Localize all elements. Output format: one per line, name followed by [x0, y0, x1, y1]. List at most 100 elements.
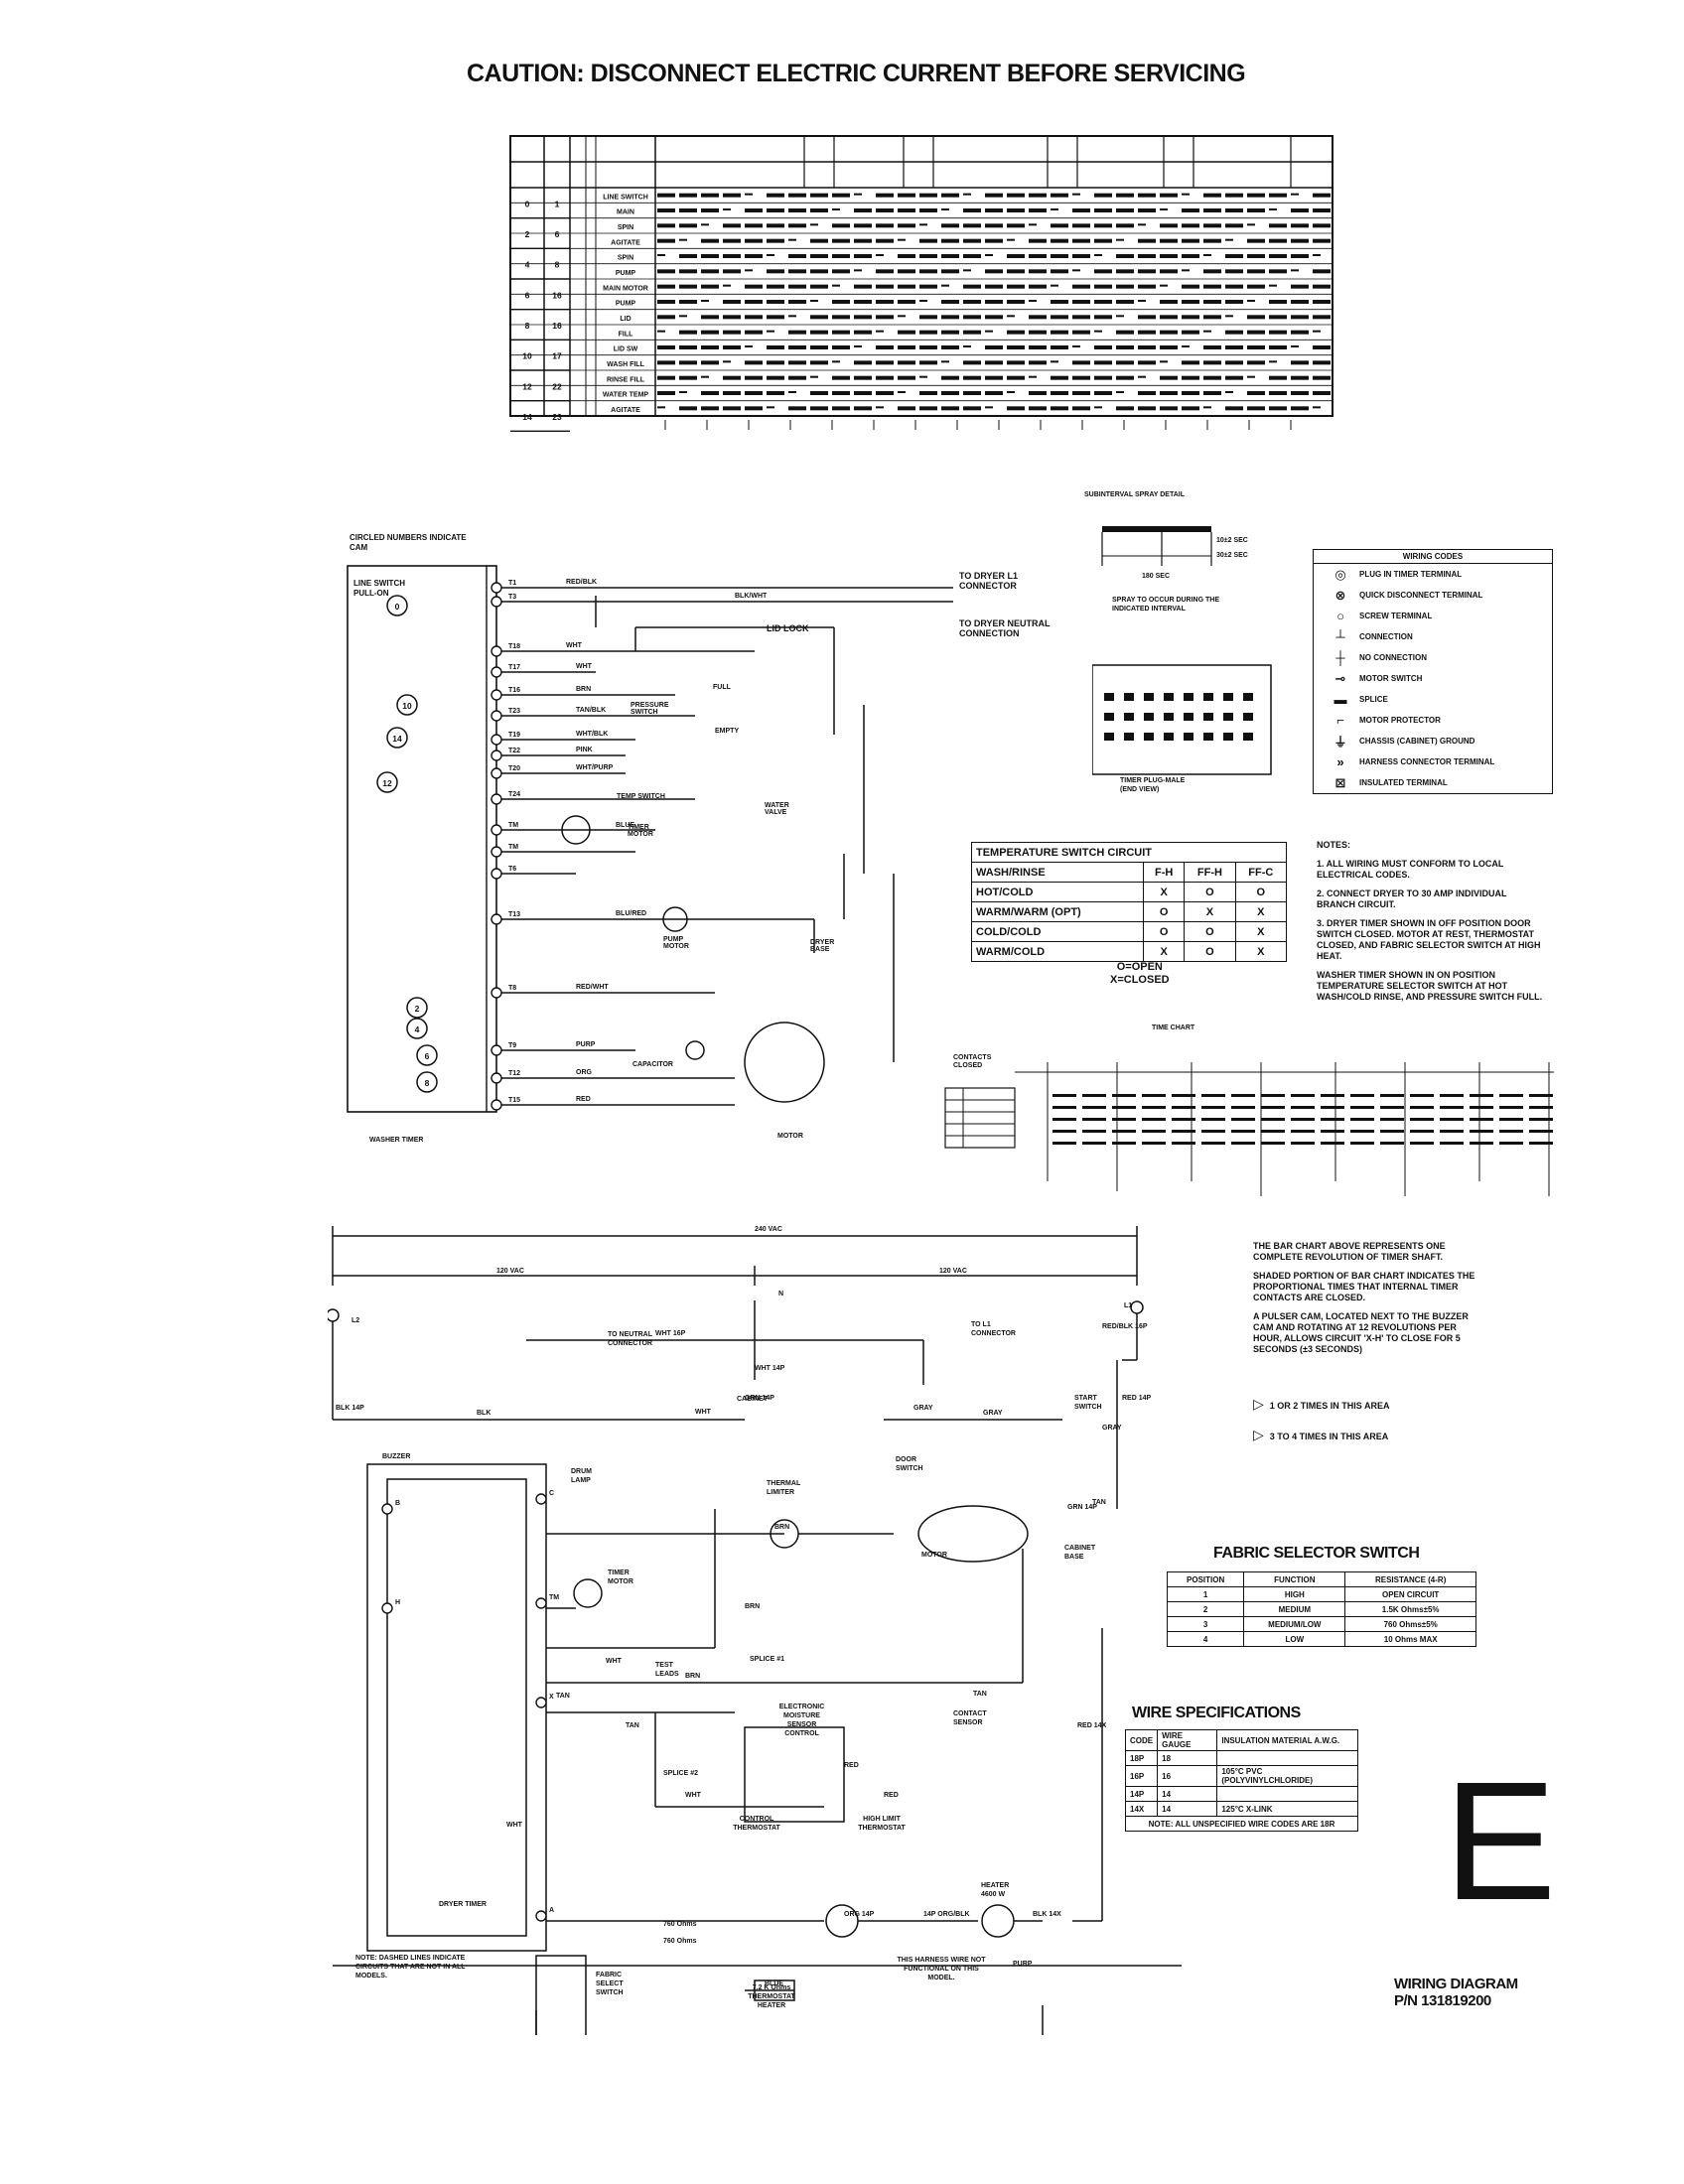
timer-terminal — [491, 750, 502, 761]
chart-bar-segment — [1029, 315, 1047, 320]
chart-bar-segment — [1072, 223, 1090, 228]
cam-number: 12 — [382, 778, 392, 788]
dryer-time-chart — [944, 1062, 1554, 1196]
pressure-switch-label: PRESSURE SWITCH — [631, 702, 669, 716]
chart-bar-segment — [767, 375, 784, 380]
chart-bar-segment — [985, 223, 1003, 228]
chart-cam-number: 0 — [525, 199, 530, 208]
chart-bar-segment — [919, 193, 937, 198]
dryer-wire-label: 14P ORG/BLK — [923, 1911, 970, 1918]
wiring-code-text: CONNECTION — [1359, 632, 1413, 641]
wire-table-cell: 125°C X-LINK — [1216, 1801, 1358, 1817]
wiring-code-row: ⏚CHASSIS (CABINET) GROUND — [1314, 731, 1552, 751]
time-chart-bar — [1350, 1106, 1374, 1109]
chart-circuit-label: AGITATE — [611, 239, 640, 246]
splice1-label: SPLICE #1 — [750, 1656, 785, 1663]
time-chart-bar — [1470, 1106, 1493, 1109]
wiring-code-row: ▬SPLICE — [1314, 689, 1552, 710]
time-chart-bar — [1052, 1142, 1076, 1145]
chart-bar-segment — [1203, 315, 1221, 320]
terminal-label: T13 — [508, 911, 520, 918]
time-chart-bar — [1380, 1118, 1404, 1121]
wiring-code-row: ○SCREW TERMINAL — [1314, 606, 1552, 626]
chart-bar-segment — [679, 238, 687, 241]
chart-bar-segment — [701, 345, 719, 349]
chart-bar-segment — [1291, 406, 1309, 411]
cam-number: 14 — [392, 734, 402, 744]
line-switch-label: LINE SWITCH PULL-ON — [353, 579, 405, 598]
chart-bar-segment — [1291, 284, 1309, 289]
chart-bar-segment — [854, 238, 872, 243]
chart-bar-segment — [745, 345, 753, 347]
chart-bar-segment — [701, 330, 719, 335]
time-chart-bar — [1410, 1094, 1434, 1097]
wire-table-cell: 14 — [1157, 1786, 1218, 1802]
terminal-label: T19 — [508, 732, 520, 739]
chart-cam-number: 14 — [522, 412, 532, 422]
chart-bar-segment — [1029, 223, 1037, 226]
spray-note: SPRAY TO OCCUR DURING THE INDICATED INTE… — [1112, 597, 1219, 613]
terminal-label: T18 — [508, 643, 520, 650]
time-chart-bar — [1440, 1118, 1464, 1121]
terminal-label: T15 — [508, 1097, 520, 1104]
time-chart-bar — [1499, 1106, 1523, 1109]
chart-bar-segment — [1094, 223, 1112, 228]
temp-table-cell: X — [1143, 941, 1186, 962]
plug-pin — [1164, 693, 1174, 701]
chart-bar-segment — [919, 391, 937, 395]
chart-bar-segment — [1029, 391, 1047, 395]
wire-label: PURP — [576, 1041, 596, 1048]
chart-bar-segment — [657, 330, 665, 333]
chart-bar-segment — [657, 238, 675, 243]
fabric-table-header: RESISTANCE (4-R) — [1344, 1571, 1476, 1587]
chart-bar-segment — [1116, 254, 1134, 258]
fabric-table-cell: HIGH — [1243, 1586, 1346, 1602]
chart-cam-number: 12 — [522, 381, 532, 391]
chart-bar-segment — [723, 360, 731, 363]
chart-bar-segment — [1094, 269, 1112, 274]
terminal-label: T12 — [508, 1070, 520, 1077]
chart-bar-segment — [919, 208, 937, 212]
chart-bar-segment — [898, 330, 915, 335]
chart-bar-segment — [788, 284, 806, 289]
chart-bar-segment — [657, 391, 675, 395]
chart-bar-segment — [679, 360, 697, 365]
chart-bar-segment — [1247, 223, 1255, 226]
wire-spec-title: WIRE SPECIFICATIONS — [1132, 1705, 1301, 1721]
temp-table-cell: O — [1143, 921, 1186, 942]
emsc-label: ELECTRONIC MOISTURE SENSOR CONTROL — [778, 1704, 825, 1737]
chart-bar-segment — [832, 193, 850, 198]
time-chart-bar — [1201, 1094, 1225, 1097]
chart-bar-segment — [1225, 315, 1233, 318]
chart-bar-segment — [919, 269, 937, 274]
chart-bar-segment — [985, 345, 1003, 349]
chart-bar-segment — [1203, 193, 1221, 198]
time-chart-bar — [1142, 1118, 1166, 1121]
dryer-wire-label: BLK — [477, 1410, 491, 1417]
capacitor-label: CAPACITOR — [632, 1061, 673, 1068]
legend-closed: X=CLOSED — [1110, 974, 1170, 986]
chart-bar-segment — [1313, 315, 1331, 320]
chart-bar-segment — [1072, 360, 1090, 365]
time-chart-bar — [1440, 1130, 1464, 1133]
chart-circuit-label: RINSE FILL — [607, 376, 645, 383]
time-chart-bar — [1380, 1106, 1404, 1109]
chart-bar-segment — [963, 284, 981, 289]
chart-bar-segment — [941, 406, 959, 411]
time-chart-bar — [1440, 1142, 1464, 1145]
chart-bar-segment — [1247, 238, 1265, 243]
chart-bar-segment — [810, 330, 828, 335]
chart-bar-segment — [1051, 391, 1068, 395]
chart-bar-segment — [898, 345, 915, 349]
section-letter: E — [1444, 1747, 1557, 1936]
plug-title: TIMER PLUG-MALE (END VIEW) — [1120, 777, 1186, 793]
to-l1-label: TO L1 CONNECTOR — [971, 1321, 1016, 1337]
time-chart-bar — [1350, 1094, 1374, 1097]
chart-bar-segment — [1247, 345, 1265, 349]
chart-bar-segment — [1051, 193, 1068, 198]
time-chart-bar — [1470, 1142, 1493, 1145]
fabric-table-cell: 1 — [1166, 1586, 1245, 1602]
time-chart-bar — [1261, 1106, 1285, 1109]
